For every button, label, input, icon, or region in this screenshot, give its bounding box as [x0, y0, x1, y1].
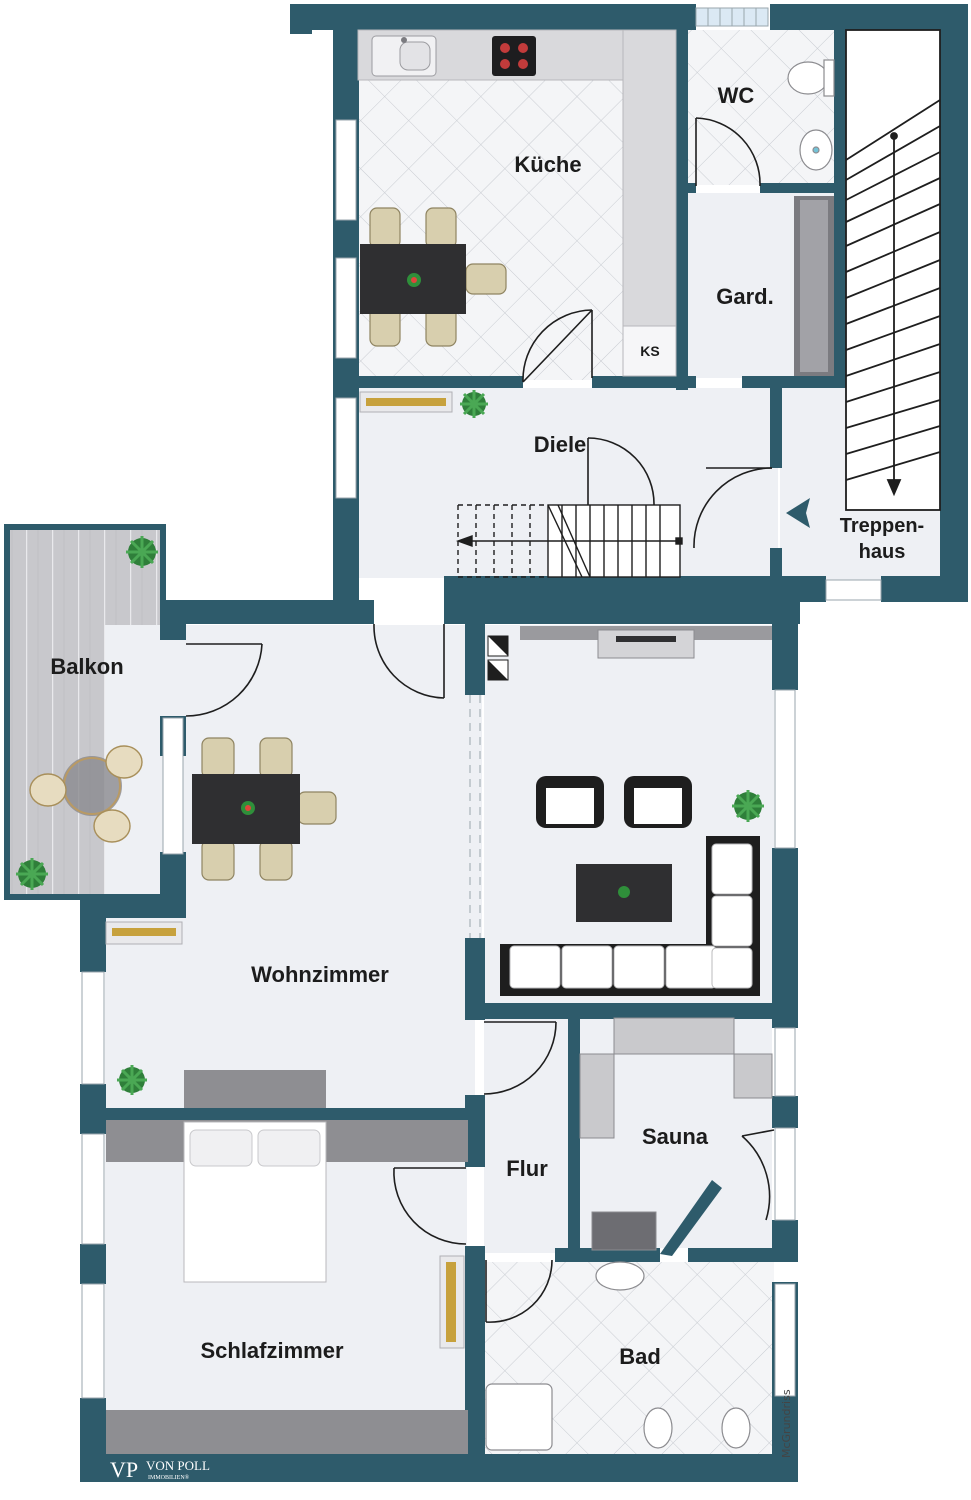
kitchen-floor [358, 80, 623, 380]
bathroom-fixtures [485, 1261, 751, 1451]
credit-mcgrundriss: McGrundriss [780, 1389, 793, 1458]
room-labels: Küche WC Gard. KS Diele Treppen- haus Ba… [50, 83, 924, 1369]
room-label-flur: Flur [506, 1156, 548, 1181]
sauna-benches [579, 1017, 773, 1251]
room-label-sauna: Sauna [642, 1124, 709, 1149]
von-poll-logo: VP VON POLL IMMOBILIEN® [110, 1457, 210, 1482]
wardrobe [794, 196, 834, 376]
room-label-treppenhaus-line1: Treppen- [840, 515, 924, 537]
corridor-floor [484, 1018, 570, 1253]
logo-sub: IMMOBILIEN® [148, 1474, 190, 1481]
kitchen-counter [357, 29, 677, 377]
logo-name: VON POLL [146, 1458, 210, 1473]
logo-mark: VP [110, 1457, 138, 1482]
room-label-treppenhaus-line2: haus [859, 541, 906, 563]
kitchen-dining-set [360, 207, 507, 347]
lounge-furniture [487, 626, 772, 996]
radiators [105, 391, 465, 1349]
room-label-gard: Gard. [716, 284, 773, 309]
stairwell-stairs [786, 29, 941, 528]
wc-fixtures [787, 59, 835, 171]
room-label-schlafzimmer: Schlafzimmer [200, 1338, 343, 1363]
windows [81, 7, 882, 1399]
room-label-balkon: Balkon [50, 654, 123, 679]
room-label-bad: Bad [619, 1344, 661, 1369]
plants [16, 390, 764, 1095]
room-label-diele: Diele [534, 432, 587, 457]
room-label-kueche: Küche [514, 152, 581, 177]
balcony-furniture [29, 745, 143, 843]
living-dining-set [192, 737, 337, 881]
room-label-ks: KS [640, 343, 659, 359]
doors [185, 117, 775, 1323]
room-label-wohnzimmer: Wohnzimmer [251, 962, 389, 987]
bedroom-furniture [106, 1070, 468, 1454]
hall-stairs [455, 504, 683, 578]
room-label-wc: WC [718, 83, 755, 108]
